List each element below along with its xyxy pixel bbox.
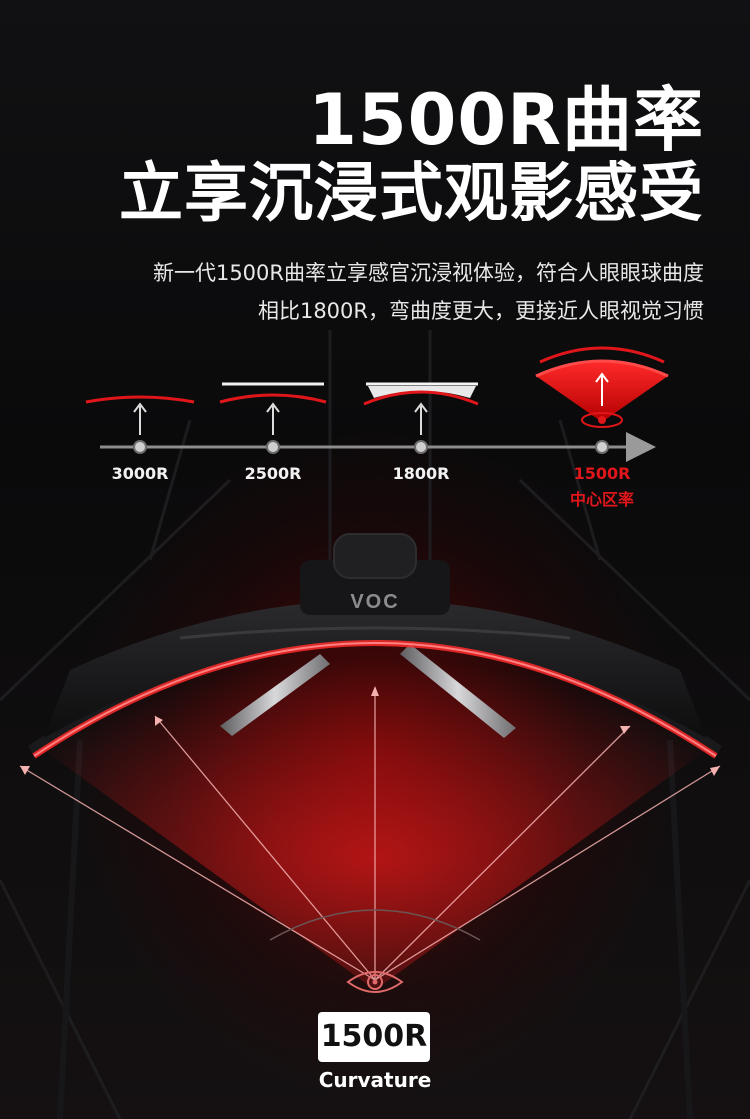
up-arrow-head	[133, 402, 147, 413]
eye-icon	[581, 412, 623, 428]
curvature-caption: Curvature	[318, 1068, 432, 1092]
label-1500r: 1500R	[573, 464, 631, 483]
curvature-scale-graphic	[85, 346, 669, 462]
curve-1800r	[363, 390, 479, 406]
scale-point-2500r	[266, 440, 280, 454]
headline-line-2: 立享沉浸式观影感受	[119, 157, 704, 231]
fan-1500r-rim	[535, 359, 669, 378]
up-arrow-head	[595, 372, 609, 383]
curved-monitor-illustration: VOC	[19, 533, 722, 993]
label-2500r: 2500R	[244, 464, 302, 483]
stand-leg-right	[400, 644, 516, 738]
label-1800r: 1800R	[392, 464, 450, 483]
up-arrow-head	[414, 402, 428, 413]
stand-mount	[300, 560, 450, 615]
curvature-comparison: 3000R 2500R 1800R 1500R 中心区率	[0, 340, 750, 520]
description-line-1: 新一代1500R曲率立享感官沉浸视体验，符合人眼眼球曲度	[152, 261, 704, 285]
stand-knob	[333, 533, 417, 579]
eye-icon	[346, 971, 404, 993]
screen-1800r	[368, 386, 476, 398]
monitor-vent	[179, 626, 571, 640]
curve-3000r	[85, 395, 195, 404]
label-3000r: 3000R	[111, 464, 169, 483]
headline-line-1: 1500R曲率	[308, 79, 704, 161]
scale-point-1500r	[595, 440, 609, 454]
description-line-2: 相比1800R，弯曲度更大，更接近人眼视觉习惯	[257, 299, 704, 323]
scale-point-1800r	[414, 440, 428, 454]
curve-1500r-outer	[539, 346, 665, 364]
eye-pupil	[598, 416, 606, 424]
stand-leg-left	[220, 654, 330, 736]
scale-point-3000r	[133, 440, 147, 454]
up-arrow-head	[266, 402, 280, 413]
curve-2500r	[219, 393, 327, 404]
viewer-arc	[269, 909, 481, 941]
curvature-badge: 1500R	[318, 1012, 430, 1062]
screen-edge-line	[33, 642, 717, 757]
label-1500r-sub: 中心区率	[569, 490, 635, 509]
monitor-brand-logo: VOC	[350, 591, 399, 613]
